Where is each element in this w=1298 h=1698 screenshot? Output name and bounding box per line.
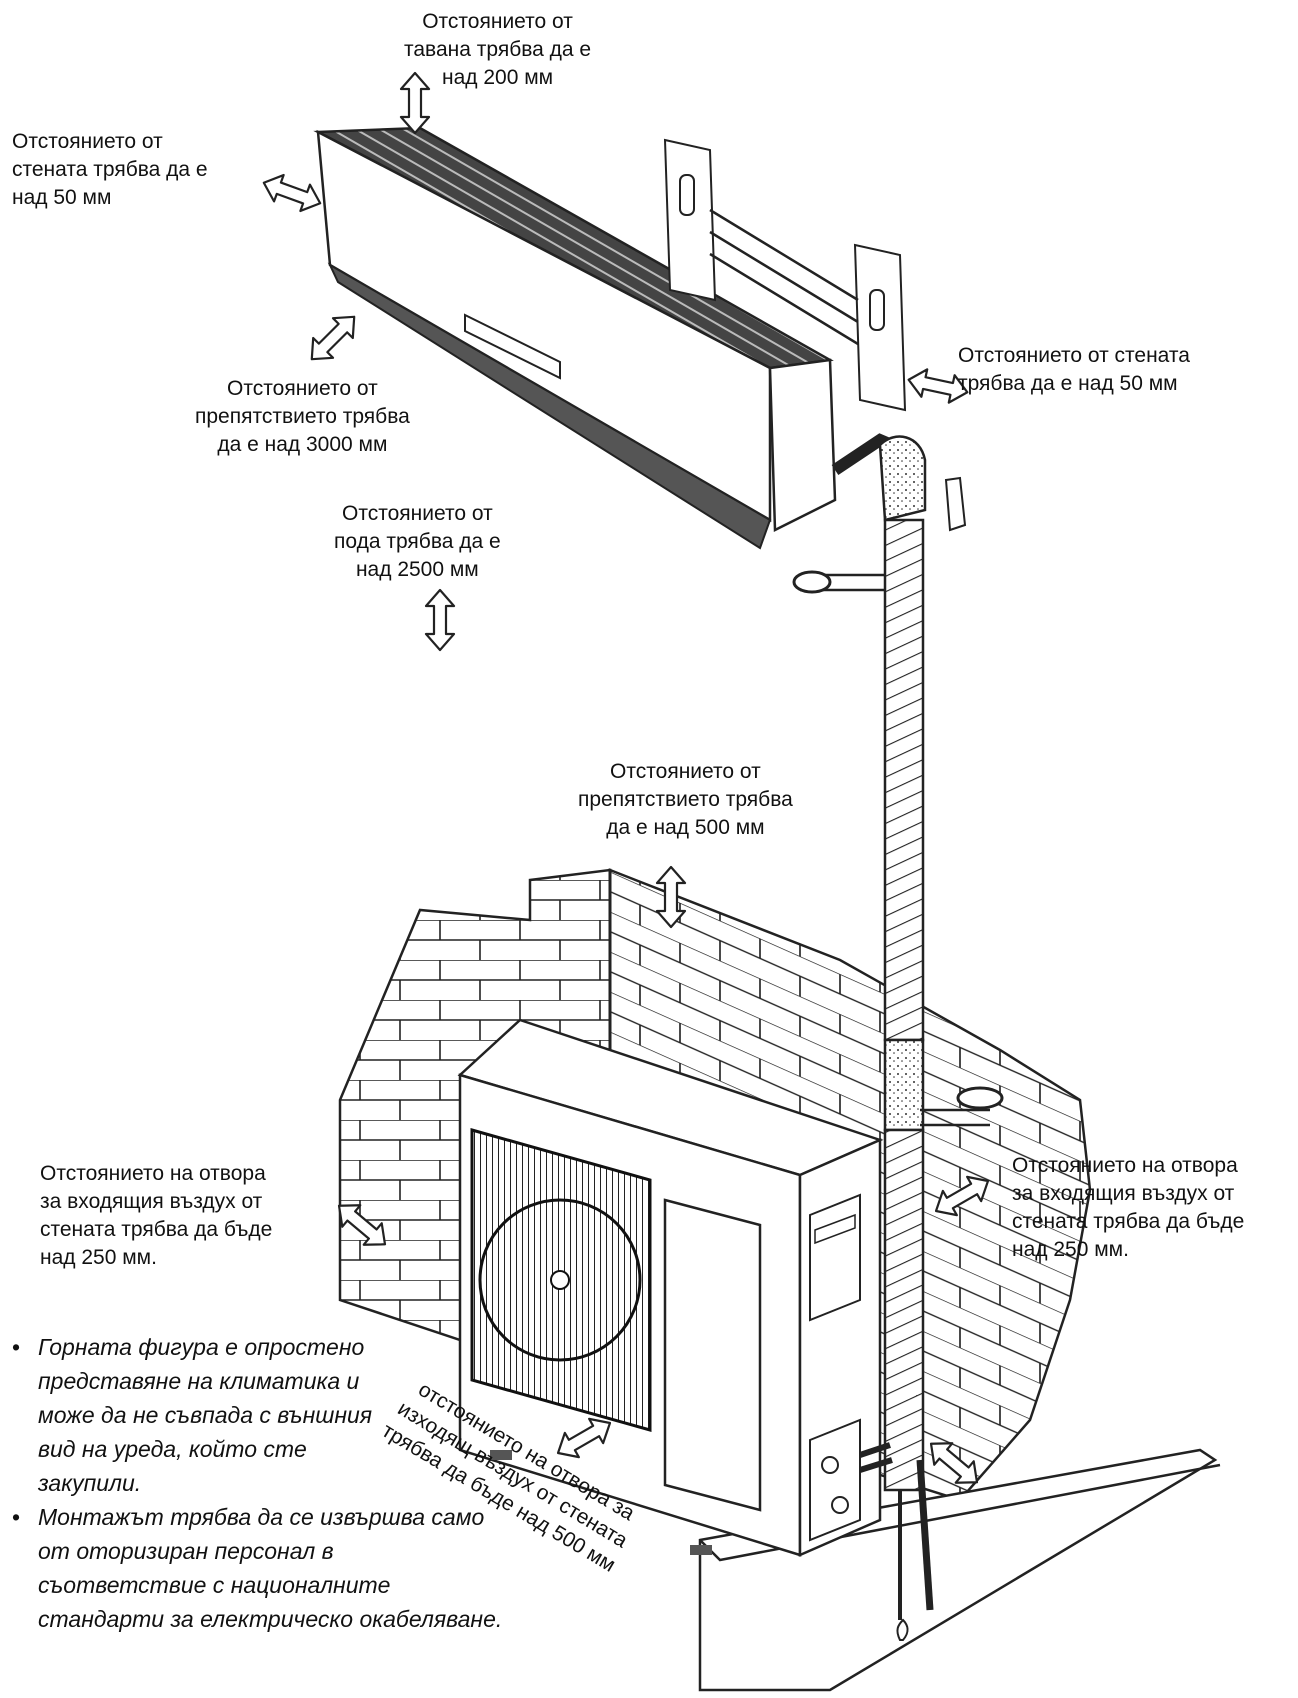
outdoor-unit — [457, 1018, 884, 1557]
note-simplified-figure: Горната фигура е опростено представяне н… — [10, 1330, 378, 1500]
wall-left-clearance-label: Отстоянието от стената трябва да е над 5… — [12, 130, 208, 209]
ceiling-clearance-label: Отстоянието от тавана трябва да е над 20… — [404, 10, 592, 89]
ground-slab — [698, 1448, 1218, 1692]
mounting-plate — [663, 138, 907, 412]
front-obstacle-clearance-label: Отстоянието от препятствието трябва да е… — [195, 377, 410, 456]
note-authorized-personnel: Монтажът трябва да се извършва само от о… — [10, 1500, 508, 1636]
floor-clearance-label: Отстоянието от пода трябва да е над 2500… — [334, 502, 501, 581]
intake-right-clearance-label: Отстоянието на отвора за входящия въздух… — [1012, 1154, 1245, 1261]
top-obstacle-clearance-label: Отстоянието от препятствието трябва да е… — [578, 760, 793, 839]
refrigerant-piping — [792, 433, 1004, 1641]
intake-left-clearance-label: Отстоянието на отвора за входящия въздух… — [40, 1162, 273, 1269]
indoor-unit — [313, 126, 837, 550]
installation-notes: Горната фигура е опростено представяне н… — [10, 1330, 690, 1636]
wall-right-clearance-label: Отстоянието от стената трябва да е над 5… — [958, 344, 1190, 395]
